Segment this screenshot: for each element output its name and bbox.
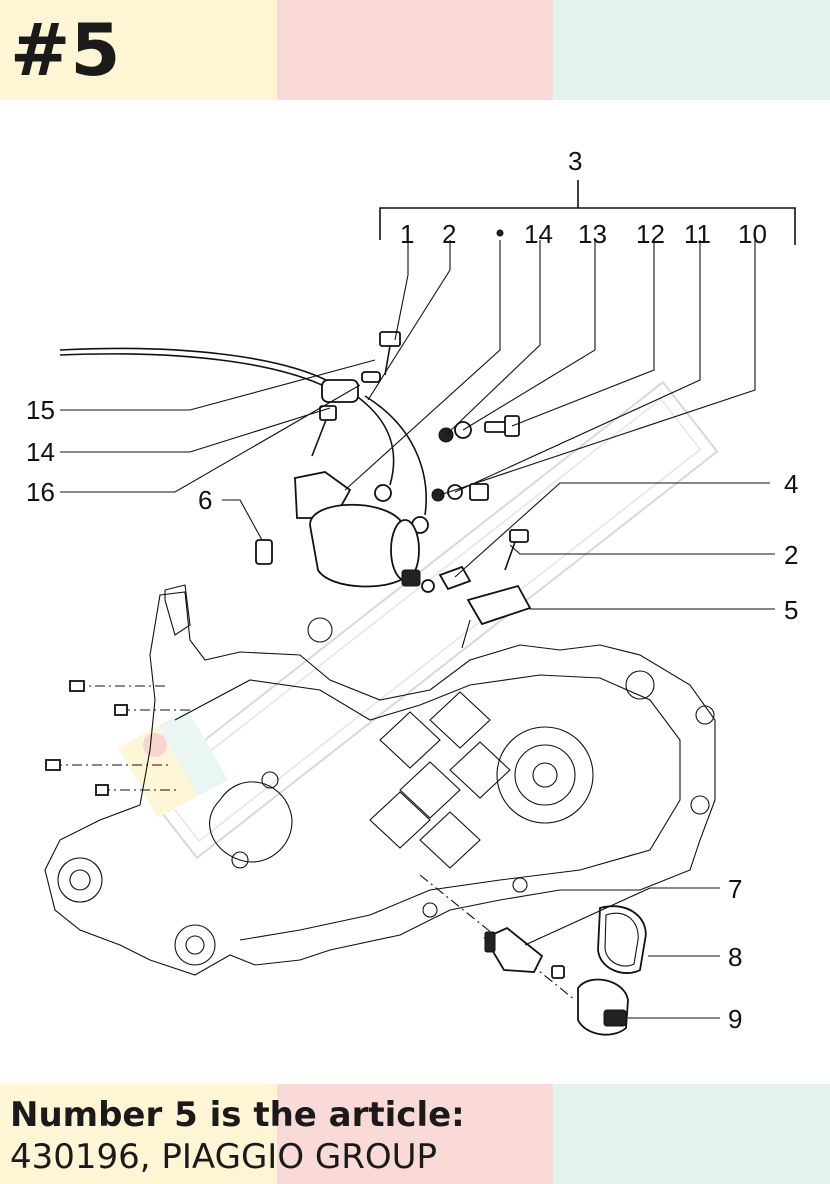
callout-5: 5: [784, 595, 798, 625]
callout-labels: 3 1 2 14 13 12 11 10 15 14 16 6 4 2 5 7 …: [26, 146, 798, 1034]
starter-fasteners: [431, 415, 520, 502]
callout-6: 6: [198, 485, 212, 515]
callout-2-top: 2: [442, 219, 456, 249]
leader-lines: [60, 229, 775, 1019]
callout-13: 13: [578, 219, 607, 249]
header-band-mint: [553, 0, 830, 100]
lower-parts: [419, 874, 647, 1036]
callout-9: 9: [728, 1004, 742, 1034]
callout-14-left: 14: [26, 437, 55, 467]
cable-screws: [311, 331, 401, 457]
header-band-pink: [277, 0, 553, 100]
footer-band: [0, 1084, 830, 1184]
callout-4: 4: [784, 469, 798, 499]
bracket-parts: [438, 529, 532, 649]
footer-band-mint: [553, 1084, 830, 1184]
callout-11: 11: [684, 219, 711, 249]
caption-title: Number 5 is the article:: [10, 1095, 465, 1135]
bushing-part: [255, 539, 273, 565]
callout-15: 15: [26, 395, 55, 425]
callout-7: 7: [728, 874, 742, 904]
header-band-yellow: [0, 0, 277, 100]
caption-article-detail: 430196, PIAGGIO GROUP: [10, 1137, 438, 1177]
callout-12: 12: [636, 219, 665, 249]
footer-band-pink: [277, 1084, 553, 1184]
callout-8: 8: [728, 942, 742, 972]
callout-16: 16: [26, 477, 55, 507]
exploded-parts-diagram: 3 1 2 14 13 12 11 10 15 14 16 6 4 2 5 7 …: [26, 146, 798, 1036]
crankcase-bolts: [45, 680, 190, 796]
callout-10: 10: [738, 219, 767, 249]
item-number-badge: #5: [10, 8, 121, 92]
cable-harness: [59, 347, 429, 534]
callout-3: 3: [568, 146, 582, 176]
header-band: [0, 0, 830, 100]
callout-1: 1: [400, 219, 414, 249]
callout-14-top: 14: [524, 219, 553, 249]
kit-bracket: [379, 180, 796, 245]
crankcase: [44, 584, 716, 976]
callout-2-right: 2: [784, 540, 798, 570]
footer-band-yellow: [0, 1084, 277, 1184]
starter-motor: [294, 471, 435, 593]
